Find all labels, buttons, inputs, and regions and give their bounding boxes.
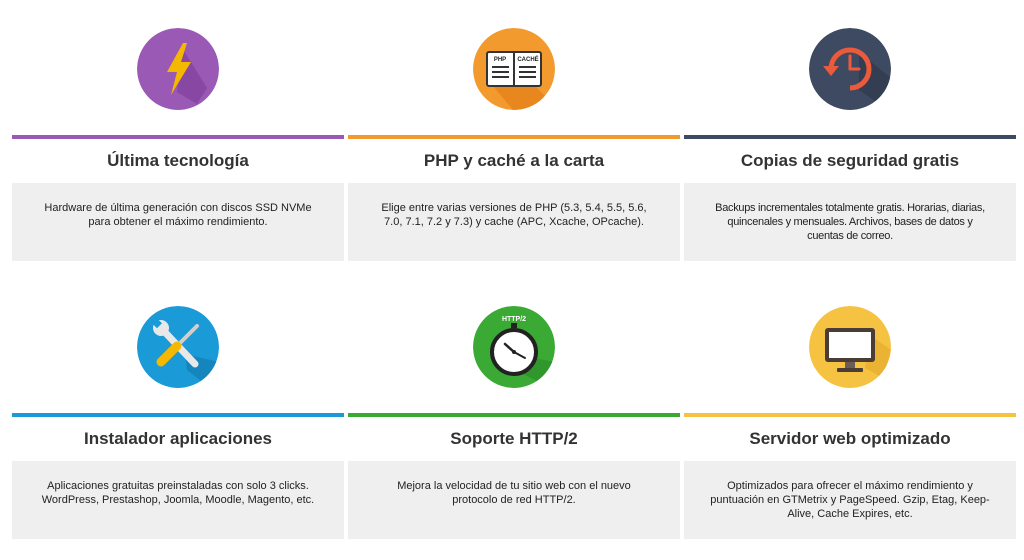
accent-bar	[12, 135, 344, 139]
feature-description: Hardware de última generación con discos…	[12, 183, 344, 261]
feature-title: Soporte HTTP/2	[348, 417, 680, 461]
feature-title: Copias de seguridad gratis	[684, 139, 1016, 183]
accent-bar	[348, 135, 680, 139]
accent-bar	[684, 135, 1016, 139]
feature-description: Optimizados para ofrecer el máximo rendi…	[684, 461, 1016, 539]
feature-card-copias-seguridad: Copias de seguridad gratis Backups incre…	[684, 0, 1016, 261]
feature-title: PHP y caché a la carta	[348, 139, 680, 183]
icon-label-php: PHP	[494, 57, 506, 63]
accent-bar	[684, 413, 1016, 417]
feature-title: Instalador aplicaciones	[12, 417, 344, 461]
feature-card-soporte-http2: HTTP/2 Soporte HTTP/2 Mejora la velocida…	[348, 278, 680, 539]
backup-clock-icon	[809, 28, 891, 110]
accent-bar	[348, 413, 680, 417]
feature-title: Última tecnología	[12, 139, 344, 183]
feature-card-instalador-aplicaciones: Instalador aplicaciones Aplicaciones gra…	[12, 278, 344, 539]
feature-description: Elige entre varias versiones de PHP (5.3…	[348, 183, 680, 261]
feature-description: Aplicaciones gratuitas preinstaladas con…	[12, 461, 344, 539]
feature-card-servidor-web: Servidor web optimizado Optimizados para…	[684, 278, 1016, 539]
icon-label-cache: CACHÉ	[517, 55, 538, 63]
icon-label-http2: HTTP/2	[502, 316, 526, 323]
feature-description: Mejora la velocidad de tu sitio web con …	[348, 461, 680, 539]
feature-description: Backups incrementales totalmente gratis.…	[684, 183, 1016, 261]
monitor-icon	[809, 306, 891, 388]
feature-card-ultima-tecnologia: Última tecnología Hardware de última gen…	[12, 0, 344, 261]
wrench-screwdriver-icon	[137, 306, 219, 388]
open-book-icon: PHP CACHÉ	[473, 28, 555, 110]
feature-card-php-cache: PHP CACHÉ PHP y caché a la carta Elige e…	[348, 0, 680, 261]
feature-title: Servidor web optimizado	[684, 417, 1016, 461]
lightning-bolt-icon	[137, 28, 219, 110]
stopwatch-icon: HTTP/2	[473, 306, 555, 388]
accent-bar	[12, 413, 344, 417]
